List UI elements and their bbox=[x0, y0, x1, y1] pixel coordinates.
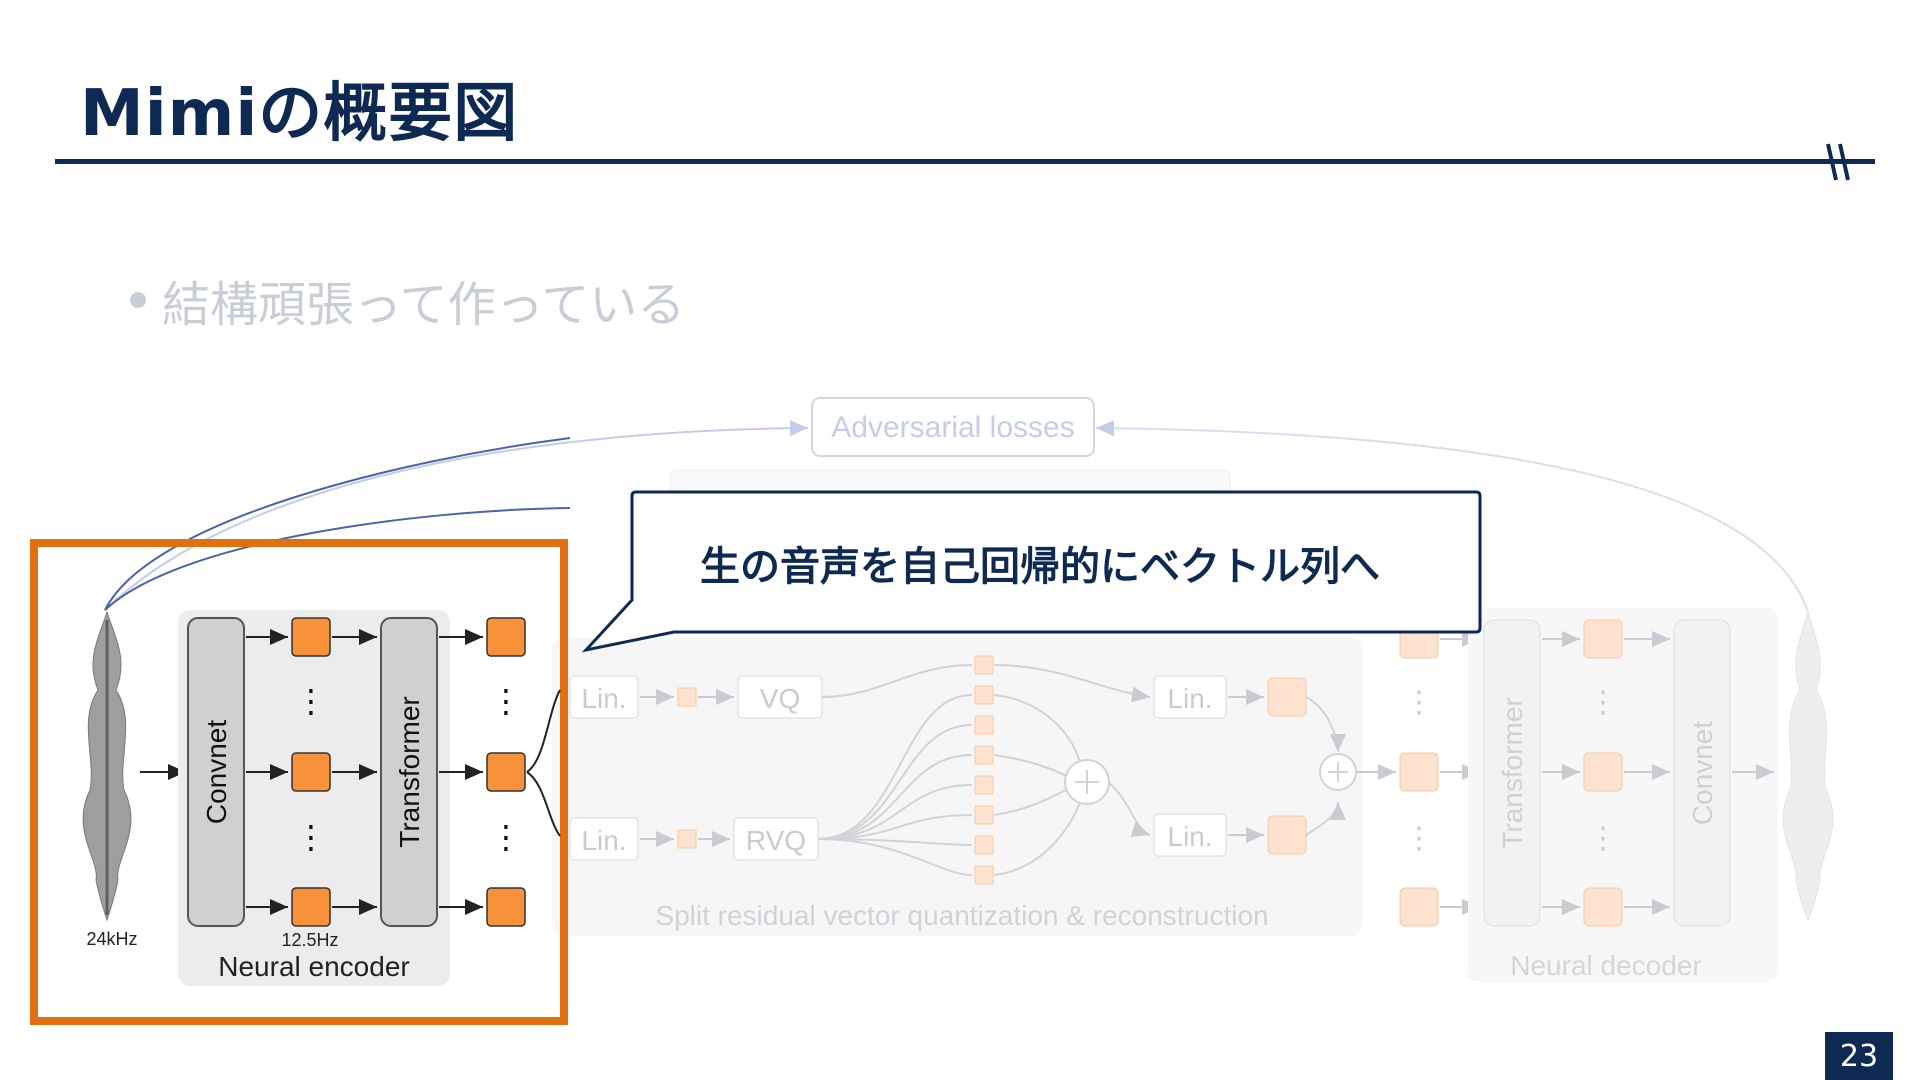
latent-token bbox=[291, 887, 331, 927]
highlight-frame bbox=[30, 539, 568, 1025]
ellipsis-icon: ⋮ bbox=[490, 818, 522, 856]
encoder-section: 24kHz Neural encoder 12.5Hz Convnet Tran… bbox=[30, 437, 571, 1025]
page-number: 23 bbox=[1825, 1032, 1893, 1080]
lin-top-right-label: Lin. bbox=[1167, 683, 1212, 714]
decoder-transformer-label: Transformer bbox=[1497, 697, 1528, 848]
svg-text:⋮: ⋮ bbox=[1404, 821, 1434, 856]
faded-layer: Adversarial losses Split residual vector… bbox=[104, 397, 1834, 982]
input-rate-label: 24kHz bbox=[86, 929, 137, 949]
ellipsis-icon: ⋮ bbox=[295, 818, 327, 856]
encoder-output-token bbox=[486, 752, 526, 792]
encoder-output-token bbox=[486, 617, 526, 657]
convnet-label: Convnet bbox=[201, 720, 232, 825]
quantizer-caption: Split residual vector quantization & rec… bbox=[655, 900, 1268, 931]
svg-text:⋮: ⋮ bbox=[1588, 821, 1618, 856]
rule-break-mark bbox=[1826, 143, 1850, 181]
callout-bubble bbox=[581, 490, 1482, 653]
encoder-caption: Neural encoder bbox=[218, 951, 409, 982]
output-waveform-icon bbox=[1782, 610, 1834, 922]
rvq-label: RVQ bbox=[746, 825, 806, 856]
svg-text:⋮: ⋮ bbox=[1588, 685, 1618, 720]
lin-bottom-right-label: Lin. bbox=[1167, 821, 1212, 852]
ellipsis-icon: ⋮ bbox=[295, 682, 327, 720]
title-rule bbox=[55, 159, 1875, 164]
slide-title: Mimiの概要図 bbox=[80, 77, 519, 151]
bullet-text: 結構頑張って作っている bbox=[162, 277, 686, 333]
decoder-convnet-label: Convnet bbox=[1687, 721, 1718, 826]
vq-label: VQ bbox=[760, 683, 800, 714]
lin-top-label: Lin. bbox=[581, 683, 626, 714]
decoder-caption: Neural decoder bbox=[1510, 950, 1701, 981]
lin-bottom-label: Lin. bbox=[581, 825, 626, 856]
latent-token bbox=[291, 617, 331, 657]
encoder-output-token bbox=[486, 887, 526, 927]
ellipsis-icon: ⋮ bbox=[490, 682, 522, 720]
latent-rate-label: 12.5Hz bbox=[281, 930, 338, 950]
transformer-label: Transformer bbox=[394, 696, 425, 847]
bullet-dot-icon bbox=[130, 292, 146, 308]
adversarial-losses-label: Adversarial losses bbox=[831, 411, 1074, 444]
transformer-block bbox=[380, 617, 438, 927]
callout-text: 生の音声を自己回帰的にベクトル列へ bbox=[700, 544, 1380, 590]
convnet-block bbox=[187, 617, 245, 927]
svg-text:⋮: ⋮ bbox=[1404, 685, 1434, 720]
latent-token bbox=[291, 752, 331, 792]
bullet-item: 結構頑張って作っている bbox=[130, 265, 685, 335]
